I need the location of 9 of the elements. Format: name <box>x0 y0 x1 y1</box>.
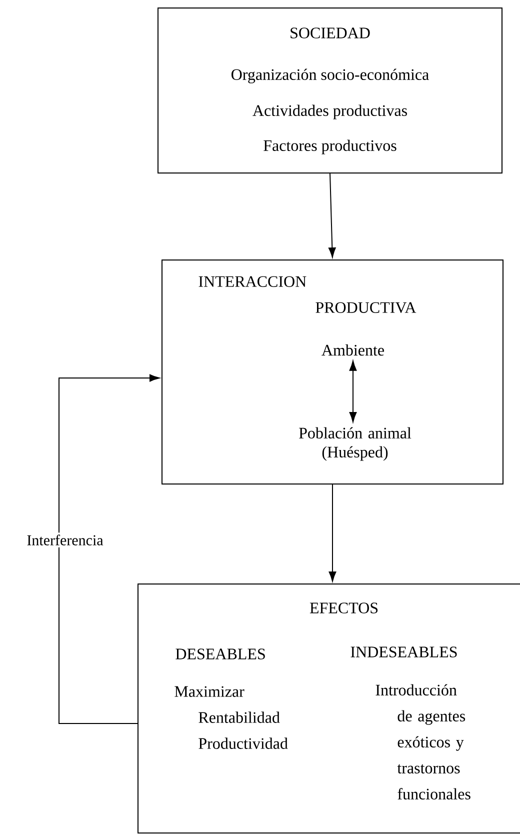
text-label: Ambiente <box>322 344 384 356</box>
arrow <box>58 374 160 724</box>
effects-box: EFECTOS DESEABLES INDESEABLES Maximizar Rentabilidad Productividad Introducción de agentes exóticos y trastornos funcionales <box>138 584 520 834</box>
arrow <box>349 360 357 422</box>
text-label: Población animal (Huésped) <box>299 427 412 461</box>
arrow <box>328 173 336 258</box>
arrow <box>328 484 336 582</box>
edge-label: Interferencia <box>24 532 106 548</box>
society-box: SOCIEDAD Organización socio-económica Actividades productivas Factores productivos <box>158 8 502 174</box>
